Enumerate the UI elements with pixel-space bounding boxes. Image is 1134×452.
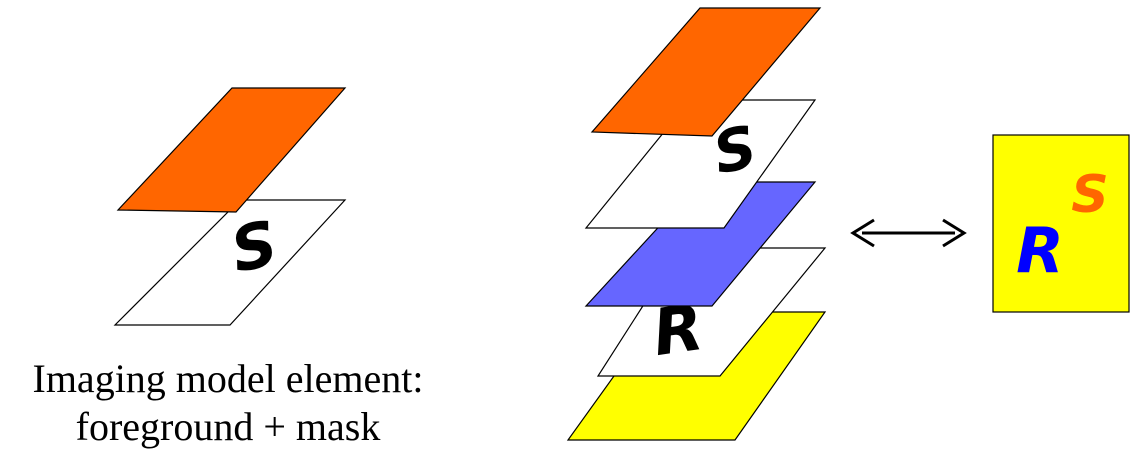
composite-stack: R S <box>566 7 827 441</box>
result-page: R S <box>992 134 1130 313</box>
caption-line-2: foreground + mask <box>76 404 381 449</box>
caption-line-1: Imaging model element: <box>33 356 424 401</box>
element-stack: S <box>113 87 347 326</box>
layer-mask-top <box>584 99 817 229</box>
element-foreground-plane <box>116 87 347 213</box>
element-mask-plane <box>113 199 347 326</box>
layer-foreground-top <box>590 7 822 137</box>
double-headed-arrow-icon <box>850 218 967 248</box>
result-page-background <box>992 134 1130 313</box>
layer-mask-middle <box>596 247 827 377</box>
layer-foreground-middle <box>584 181 817 307</box>
result-glyph-primary: R <box>1016 214 1064 287</box>
result-glyph-secondary: S <box>1071 165 1108 225</box>
